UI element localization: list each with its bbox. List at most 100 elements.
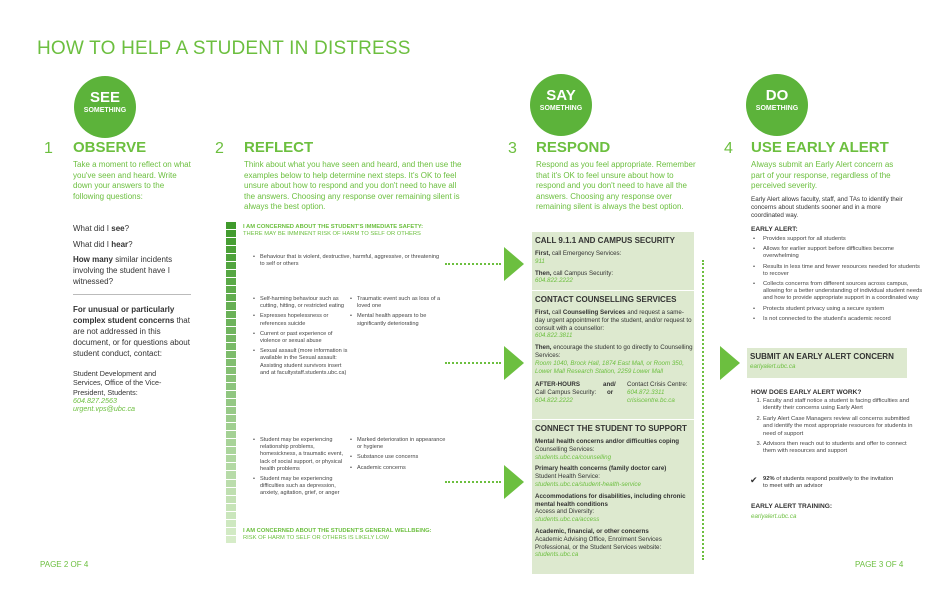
top-caption: I AM CONCERNED ABOUT THE STUDENT'S IMMED… (243, 224, 424, 230)
page-number-right: PAGE 3 OF 4 (855, 560, 904, 569)
question-see: What did I see? (73, 224, 130, 233)
list-item: Academic concerns (350, 465, 447, 472)
badge-small: SOMETHING (539, 105, 583, 112)
severity-segment (226, 423, 236, 432)
early-alert-benefits: Provides support for all students Allows… (751, 236, 923, 326)
severity-segment (226, 238, 236, 247)
unusual-concerns-text: For unusual or particularly complex stud… (73, 305, 190, 358)
list-item: Behaviour that is violent, destructive, … (253, 254, 440, 268)
email-link[interactable]: urgent.vps@ubc.ca (73, 404, 136, 413)
after-hours: AFTER-HOURS and/ Call Campus Security: o… (535, 381, 688, 405)
badge-small: SOMETHING (83, 107, 127, 114)
severity-segment (226, 230, 236, 239)
divider (532, 419, 694, 420)
training-heading: EARLY ALERT TRAINING: (751, 503, 833, 510)
support-item: Mental health concerns and/or difficulti… (535, 438, 693, 461)
support-link[interactable]: students.ubc.ca/student-health-service (535, 480, 641, 488)
box-heading: CONTACT COUNSELLING SERVICES (535, 295, 677, 304)
arrow-right-icon (720, 346, 740, 380)
severity-segment (226, 334, 236, 343)
arrow-right-icon (504, 465, 524, 499)
list-item: Protects student privacy using a secure … (753, 306, 923, 313)
submit-panel: SUBMIT AN EARLY ALERT CONCERN earlyalert… (747, 348, 907, 378)
step-number: 2 (215, 140, 224, 157)
box-line: Then, encourage the student to go direct… (535, 344, 693, 359)
support-link[interactable]: students.ubc.ca (535, 551, 579, 559)
list-item: Provides support for all students (753, 236, 923, 243)
box-line: Then, call Campus Security: (535, 269, 614, 277)
list-item: Student may be experiencing difficulties… (253, 476, 350, 498)
how-steps: Faculty and staff notice a student is fa… (751, 398, 913, 459)
arrow-right-icon (504, 247, 524, 281)
question-hear: What did I hear? (73, 240, 133, 249)
how-heading: HOW DOES EARLY ALERT WORK? (751, 389, 862, 396)
divider (532, 290, 694, 291)
phone-911: 911 (535, 257, 545, 265)
page-number-left: PAGE 2 OF 4 (40, 560, 89, 569)
reflect-intro: Think about what you have seen and heard… (244, 160, 462, 211)
severity-segment (226, 318, 236, 327)
severity-segment (226, 294, 236, 303)
reflect-heading: REFLECT (244, 139, 314, 156)
box-heading: CONNECT THE STUDENT TO SUPPORT (535, 424, 687, 433)
group3-right-list: Marked deterioration in appearance or hy… (349, 437, 447, 475)
top-caption-sub: THERE MAY BE IMMINENT RISK OF HARM TO SE… (243, 231, 421, 237)
group1-list: Behaviour that is violent, destructive, … (252, 254, 440, 271)
list-item: Self-harming behaviour such as cutting, … (253, 296, 350, 310)
office-text: Student Development and Services, Office… (73, 369, 162, 397)
badge-big: SEE (89, 89, 120, 106)
severity-segment (226, 270, 236, 279)
severity-segment (226, 278, 236, 287)
badge-small: SOMETHING (755, 105, 799, 112)
severity-segment (226, 495, 236, 504)
support-link[interactable]: students.ubc.ca/access (535, 516, 600, 524)
connector-dots (445, 481, 501, 483)
respond-panel (532, 232, 694, 574)
arrow-right-icon (504, 346, 524, 380)
bottom-caption: I AM CONCERNED ABOUT THE STUDENT'S GENER… (243, 528, 432, 534)
say-something-badge: SAY SOMETHING (530, 74, 592, 136)
severity-segment (226, 415, 236, 424)
severity-segment (226, 407, 236, 416)
observe-intro: Take a moment to reflect on what you've … (73, 160, 191, 201)
step-number: 3 (508, 140, 517, 157)
support-item: Primary health concerns (family doctor c… (535, 465, 693, 488)
support-link[interactable]: students.ubc.ca/counselling (535, 453, 612, 461)
severity-segment (226, 342, 236, 351)
severity-segment (226, 350, 236, 359)
support-item: Academic, financial, or other concerns A… (535, 528, 693, 559)
early-alert-intro: Always submit an Early Alert concern as … (751, 160, 894, 190)
box-emergency: CALL 9.1.1 AND CAMPUS SECURITY First, ca… (535, 236, 693, 285)
respond-heading: RESPOND (536, 139, 611, 156)
severity-segment (226, 326, 236, 335)
severity-segment (226, 487, 236, 496)
early-alert-label: EARLY ALERT: (751, 226, 798, 233)
early-alert-heading: USE EARLY ALERT (751, 139, 889, 156)
severity-segment (226, 439, 236, 448)
stat-text: 92% of students respond positively to th… (763, 476, 894, 490)
list-item: Traumatic event such as loss of a loved … (350, 296, 453, 310)
connector-dots-vertical (702, 260, 704, 560)
severity-segment (226, 366, 236, 375)
submit-link[interactable]: earlyalert.ubc.ca (750, 363, 796, 370)
severity-segment (226, 535, 236, 544)
severity-segment (226, 382, 236, 391)
respond-intro: Respond as you feel appropriate. Remembe… (536, 160, 696, 211)
training-link[interactable]: earlyalert.ubc.ca (751, 513, 797, 520)
list-item: Collects concerns from different sources… (753, 281, 923, 303)
list-item: Mental health appears to be significantl… (350, 313, 453, 327)
list-item: Early Alert Case Managers review all con… (763, 416, 913, 438)
box-heading: CALL 9.1.1 AND CAMPUS SECURITY (535, 236, 676, 245)
group3-left-list: Student may be experiencing relationship… (252, 437, 350, 501)
connector-dots (445, 263, 501, 265)
bottom-caption-sub: RISK OF HARM TO SELF OR OTHERS IS LIKELY… (243, 535, 390, 541)
severity-segment (226, 358, 236, 367)
severity-segment (226, 479, 236, 488)
box-line: First, call Counselling Services and req… (535, 309, 692, 332)
severity-segment (226, 254, 236, 263)
severity-segment (226, 222, 236, 231)
submit-heading: SUBMIT AN EARLY ALERT CONCERN (750, 352, 894, 361)
list-item: Student may be experiencing relationship… (253, 437, 350, 473)
severity-segment (226, 455, 236, 464)
list-item: Substance use concerns (350, 454, 447, 461)
